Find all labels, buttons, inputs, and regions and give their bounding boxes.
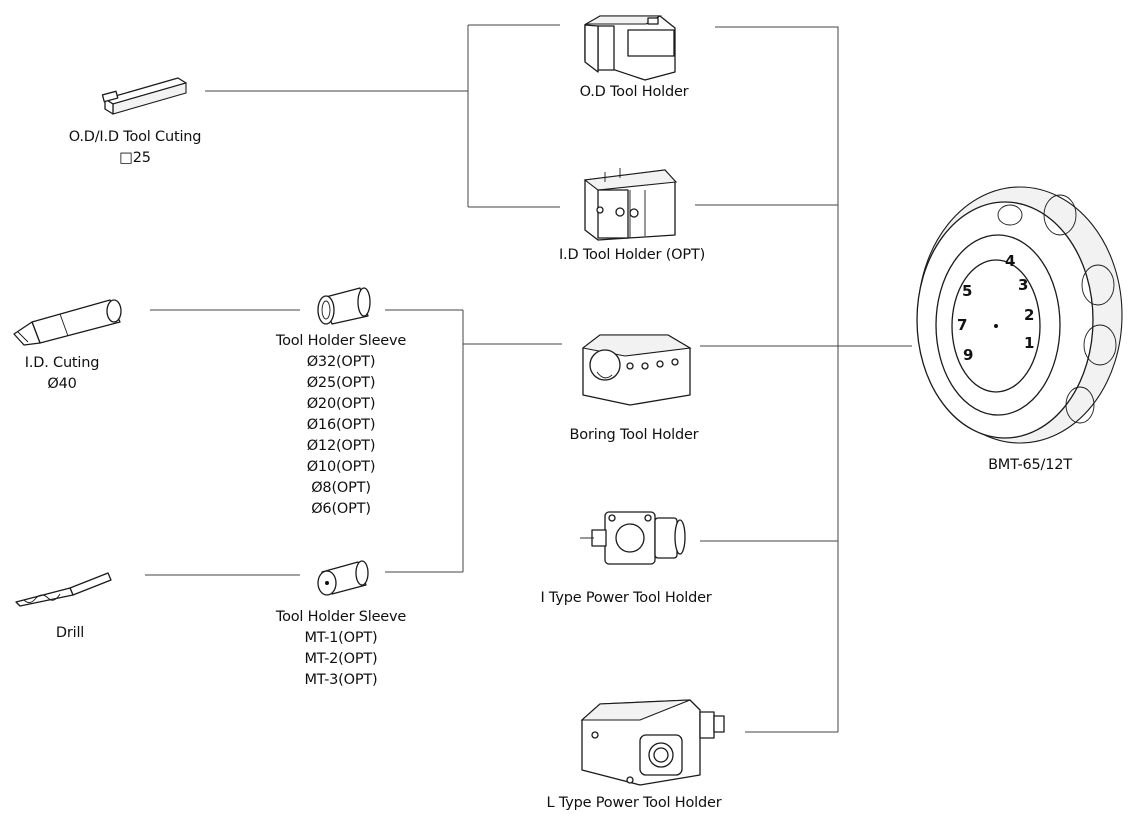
straight-sleeve-size: Ø6(OPT): [311, 501, 371, 517]
morse-sleeve-size: MT-3(OPT): [304, 672, 378, 688]
l-type-power-tool-holder-illustration: [580, 699, 725, 786]
boring-tool-holder-label: Boring Tool Holder: [570, 425, 699, 446]
morse-sleeve-illustration: [317, 560, 369, 596]
boring-tool-holder-illustration: [581, 334, 692, 406]
id-tool-holder-illustration: [583, 168, 678, 241]
svg-text:2: 2: [1024, 306, 1034, 324]
straight-sleeve-illustration: [317, 287, 371, 325]
id-tool-holder-name: I.D Tool Holder (OPT): [558, 247, 706, 263]
od-tool-holder-name: O.D Tool Holder: [579, 84, 689, 100]
svg-text:9: 9: [963, 346, 973, 364]
id-cutting-tool-illustration: [13, 299, 122, 346]
l-type-power-tool-holder-name: L Type Power Tool Holder: [546, 795, 722, 811]
straight-sleeve-size: Ø20(OPT): [306, 396, 376, 412]
straight-sleeve-size: Ø8(OPT): [311, 480, 371, 496]
svg-text:7: 7: [957, 316, 967, 334]
od-id-cutting-tool-illustration: [101, 77, 187, 115]
straight-sleeve-label: Tool Holder Sleeve Ø32(OPT) Ø25(OPT) Ø20…: [276, 331, 406, 520]
straight-sleeve-size: Ø16(OPT): [306, 417, 376, 433]
morse-sleeve-name: Tool Holder Sleeve: [275, 609, 407, 625]
svg-text:5: 5: [962, 282, 972, 300]
od-id-cutting-tool-label: O.D/I.D Tool Cuting □25: [69, 127, 202, 169]
i-type-power-tool-holder-label: I Type Power Tool Holder: [540, 588, 711, 609]
i-type-power-tool-holder-illustration: [580, 511, 686, 565]
boring-tool-holder-name: Boring Tool Holder: [569, 427, 699, 443]
straight-sleeve-name: Tool Holder Sleeve: [275, 333, 407, 349]
straight-sleeve-size: Ø12(OPT): [306, 438, 376, 454]
od-tool-holder-label: O.D Tool Holder: [580, 82, 689, 103]
od-id-cutting-tool-name: O.D/I.D Tool Cuting: [68, 129, 202, 145]
id-cutting-tool-label: I.D. Cuting Ø40: [25, 353, 100, 395]
od-tool-holder-illustration: [583, 15, 676, 81]
straight-sleeve-size: Ø32(OPT): [306, 354, 376, 370]
od-id-cutting-tool-size: □25: [119, 150, 151, 166]
turret-name: BMT-65/12T: [988, 457, 1072, 473]
drill-name: Drill: [55, 625, 85, 641]
svg-text:1: 1: [1024, 334, 1034, 352]
l-type-power-tool-holder-label: L Type Power Tool Holder: [547, 793, 722, 814]
id-tool-holder-label: I.D Tool Holder (OPT): [559, 245, 705, 266]
morse-sleeve-label: Tool Holder Sleeve MT-1(OPT) MT-2(OPT) M…: [276, 607, 406, 691]
connector-lines: [145, 24, 912, 733]
id-cutting-tool-size: Ø40: [47, 376, 77, 392]
svg-text:3: 3: [1018, 276, 1028, 294]
morse-sleeve-size: MT-2(OPT): [304, 651, 378, 667]
straight-sleeve-size: Ø10(OPT): [306, 459, 376, 475]
morse-sleeve-size: MT-1(OPT): [304, 630, 378, 646]
i-type-power-tool-holder-name: I Type Power Tool Holder: [540, 590, 712, 606]
drill-label: Drill: [56, 623, 84, 644]
id-cutting-tool-name: I.D. Cuting: [24, 355, 100, 371]
drill-illustration: [15, 572, 112, 607]
svg-text:4: 4: [1005, 252, 1015, 270]
turret-label: BMT-65/12T: [988, 455, 1072, 476]
bmt-turret-illustration: 4 3 2 1 5 7 9: [916, 186, 1123, 444]
straight-sleeve-size: Ø25(OPT): [306, 375, 376, 391]
